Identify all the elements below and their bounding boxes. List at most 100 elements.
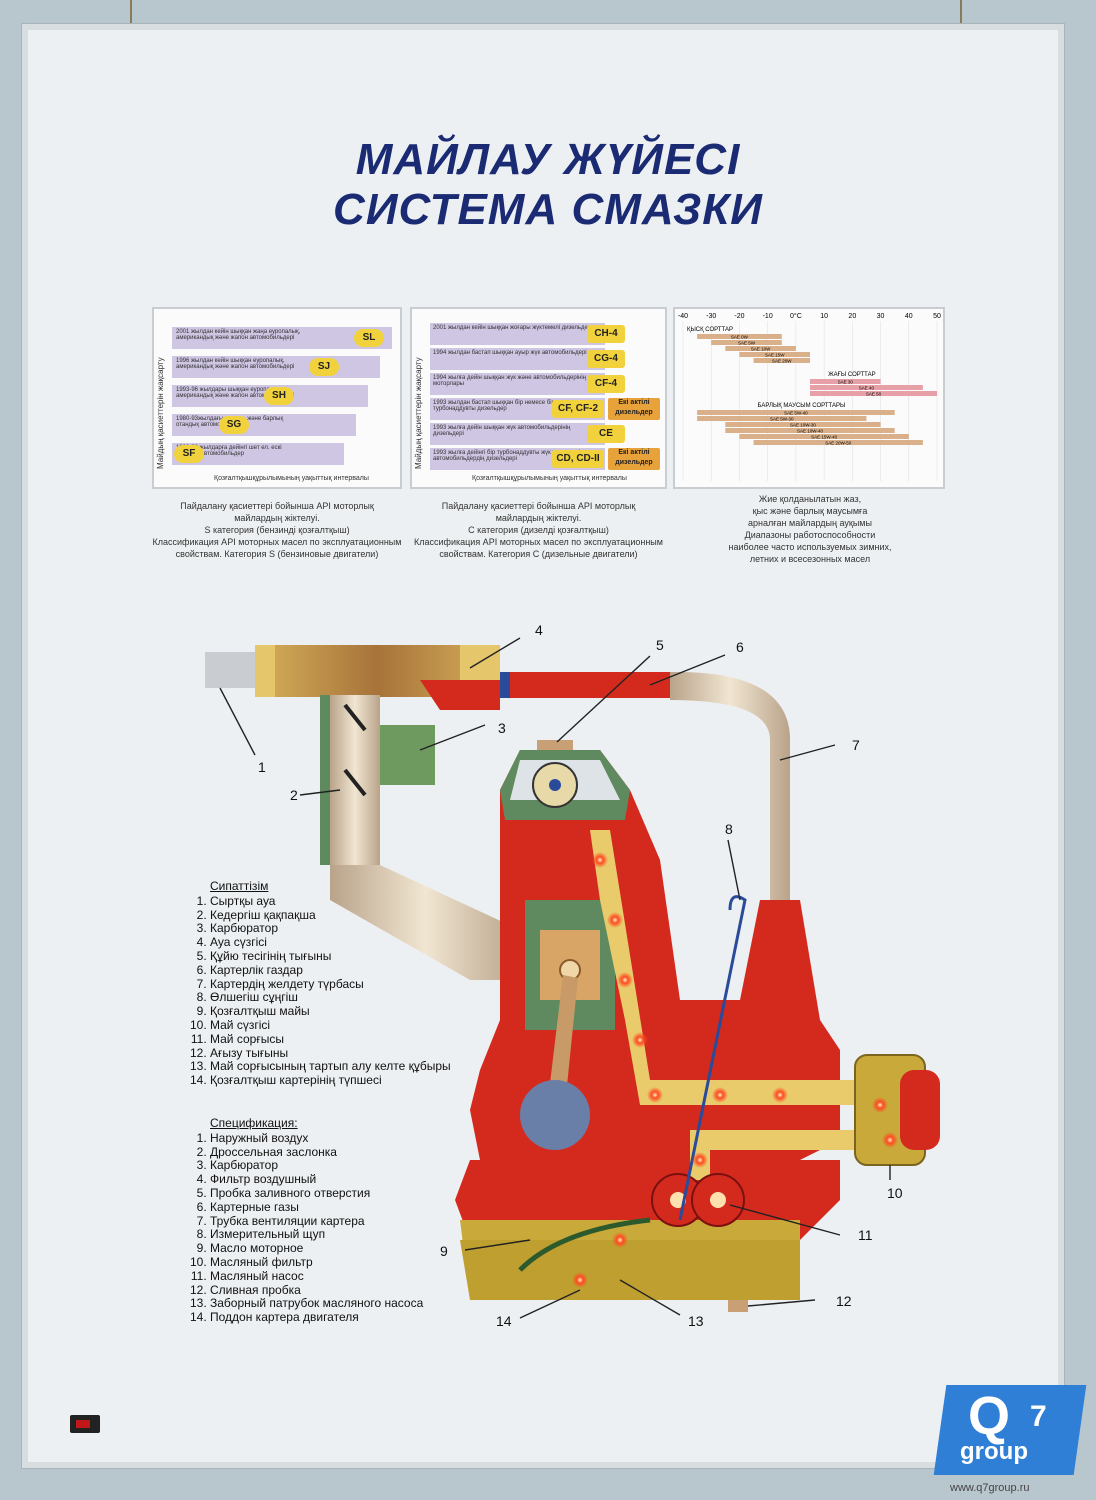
sae-range-bar: [725, 422, 881, 427]
panel-s-row-text: 2001 жылдан кейін шыққан жаңа еуропалық,…: [176, 329, 301, 341]
legend-russian-item: Измерительный щуп: [210, 1228, 423, 1242]
caption-line: Классификация API моторных масел по эксп…: [414, 537, 663, 547]
legend-russian-heading: Спецификация:: [210, 1116, 298, 1130]
legend-kazakh-item: Ағызу тығыны: [210, 1046, 451, 1061]
sae-group-title: БАРЛЫҚ МАУСЫМ СОРТТАРЫ: [758, 403, 846, 409]
caption-line: С категория (дизелді қозғалтқыш): [468, 525, 609, 535]
caption-line: Классификация API моторных масел по эксп…: [152, 537, 402, 547]
connecting-rod: [548, 975, 578, 1105]
sae-range-label: SAE 15W-40: [811, 435, 837, 440]
panel-c-row: 1993 жылға дейін шыққан жүк автомобильде…: [430, 423, 605, 445]
panel-api-c: Майдың қасиеттерін жақсарту 2001 жылдан …: [410, 307, 667, 489]
power-switch[interactable]: [70, 1415, 100, 1433]
legend-kazakh-item: Ауа сүзгісі: [210, 935, 451, 950]
legend-kazakh-item: Картерлік газдар: [210, 963, 451, 978]
sae-tick-label: 40: [905, 313, 913, 320]
callout-5: 5: [656, 637, 664, 653]
panel-s-row: 1980-89 жылдарға дейінгі шет ел. ескі от…: [172, 443, 344, 465]
sae-range-bar: [697, 416, 867, 421]
caption-line: Пайдалану қасиеттері бойынша API моторлы…: [441, 501, 636, 511]
panel-c-extra: Екі актілі дизельдер: [608, 448, 660, 470]
vent-tube-red: [420, 680, 500, 710]
panel-c-badge: CD, CD-II: [552, 450, 604, 468]
sae-range-bar: [753, 440, 923, 445]
legend-russian-item: Масло моторное: [210, 1241, 423, 1256]
sae-range-label: SAE 30: [838, 380, 854, 385]
callout-4: 4: [535, 622, 543, 638]
legend-kazakh-item: Май сорғысының тартып алу келте құбыры: [210, 1060, 451, 1074]
panel-s-badge: SG: [219, 416, 249, 434]
callout-3: 3: [498, 720, 506, 736]
sae-range-label: SAE 5W-30: [770, 417, 794, 422]
sae-range-bar: [725, 428, 895, 433]
panel-c-row-text: 1993 жылға дейінгі бір турбонаддувты жүк…: [433, 450, 584, 462]
sae-tick-label: 0°C: [790, 312, 802, 320]
sae-tick-label: 30: [877, 313, 885, 320]
crankcase-gases-6: [500, 672, 680, 698]
panel-s-row: 1996 жылдан кейін шыққан еуропалық, амер…: [172, 356, 380, 378]
sae-range-bar: [711, 340, 782, 345]
legend-russian-item: Карбюратор: [210, 1159, 423, 1173]
sae-tick-label: -20: [734, 313, 744, 320]
callout-1: 1: [258, 759, 266, 775]
sae-range-label: SAE 10W: [751, 347, 771, 352]
panel-c-row-text: 2001 жылдан кейін шыққан жоғары жүктемел…: [433, 325, 592, 331]
sae-range-label: SAE 5W-40: [784, 411, 808, 416]
hanging-wire-left: [130, 0, 132, 26]
caption-line: қыс және барлық маусымға: [752, 506, 868, 516]
callout-8: 8: [725, 821, 733, 837]
panel-s-badge: SH: [264, 387, 294, 405]
sae-range-bar: [697, 410, 895, 415]
panel-s-badge: SF: [174, 445, 204, 463]
sae-range-bar: [697, 334, 782, 339]
sae-range-bar: [810, 391, 937, 396]
legend-russian-item: Поддон картера двигателя: [210, 1310, 423, 1325]
caption-line: свойствам. Категория S (бензиновые двига…: [175, 549, 379, 559]
sae-group-title: ҚЫСҚ СОРТТАР: [687, 327, 733, 333]
sae-range-label: SAE 50: [866, 392, 882, 397]
panel-c-row: 1994 жылдан бастап шыққан ауыр жүк автом…: [430, 348, 605, 370]
callout-lines: [219, 637, 891, 1319]
title-russian: СИСТЕМА СМАЗКИ: [333, 185, 763, 234]
panel-s-row-text: 1996 жылдан кейін шыққан еуропалық, амер…: [176, 358, 295, 370]
carburetor-3: [380, 725, 435, 785]
caption-line: арналған майлардың ауқымы: [748, 518, 872, 528]
legend-kazakh-item: Қозғалтқыш картерінің түпшесі: [210, 1073, 451, 1088]
dipstick-8: [678, 895, 747, 1221]
crankshaft: [520, 1080, 590, 1150]
caption-api-s: Пайдалану қасиеттері бойынша API моторлы…: [152, 500, 402, 560]
title-kazakh: МАЙЛАУ ЖҮЙЕСІ: [355, 135, 741, 184]
callout-14: 14: [496, 1313, 512, 1329]
legend-kazakh-item: Май сүзгісі: [210, 1018, 451, 1033]
led-lights: [572, 852, 898, 1288]
callout-12: 12: [836, 1293, 852, 1309]
legend-russian-item: Картерные газы: [210, 1200, 423, 1215]
sae-range-label: SAE 40: [859, 386, 875, 391]
sae-tick-label: 10: [820, 313, 828, 320]
legend-kazakh-heading: Сипаттізім: [210, 879, 269, 893]
panel-s-row-text: 1993-96 жылдары шыққан еуропалық, америк…: [176, 387, 295, 399]
panel-api-s: Майдың қасиеттерін жақсарту 2001 жылдан …: [152, 307, 402, 489]
throttle-valve-2b: [343, 768, 367, 797]
panel-c-row-text: 1993 жылдан бастап шыққан бір немесе бір…: [433, 400, 570, 412]
sae-range-label: SAE 10W-40: [797, 429, 823, 434]
panel-c-row: 2001 жылдан кейін шыққан жоғары жүктемел…: [430, 323, 605, 345]
legend-russian-item: Масляный фильтр: [210, 1255, 423, 1270]
caption-line: свойствам. Категория С (дизельные двигат…: [439, 549, 638, 559]
intake-manifold: [330, 865, 520, 980]
sae-tick-label: 20: [848, 313, 856, 320]
logo-q: Q: [968, 1386, 1011, 1446]
caption-line: Жие қолданылатын жаз,: [758, 494, 862, 504]
legend-russian-item: Сливная пробка: [210, 1283, 423, 1298]
caption-line: наиболее часто используемых зимних,: [728, 542, 892, 552]
legend-russian-item: Трубка вентиляции картера: [210, 1214, 423, 1229]
caption-line: майлардың жіктелуі.: [234, 513, 320, 523]
crankcase-pan-14: [460, 1240, 800, 1300]
panel-c-extra: Екі актілі дизельдер: [608, 398, 660, 420]
logo-seven: 7: [1030, 1400, 1047, 1433]
legend-kazakh-item: Май сорғысы: [210, 1032, 451, 1047]
panel-c-row-text: 1994 жылдан бастап шыққан ауыр жүк автом…: [433, 350, 587, 356]
callout-13: 13: [688, 1313, 704, 1329]
